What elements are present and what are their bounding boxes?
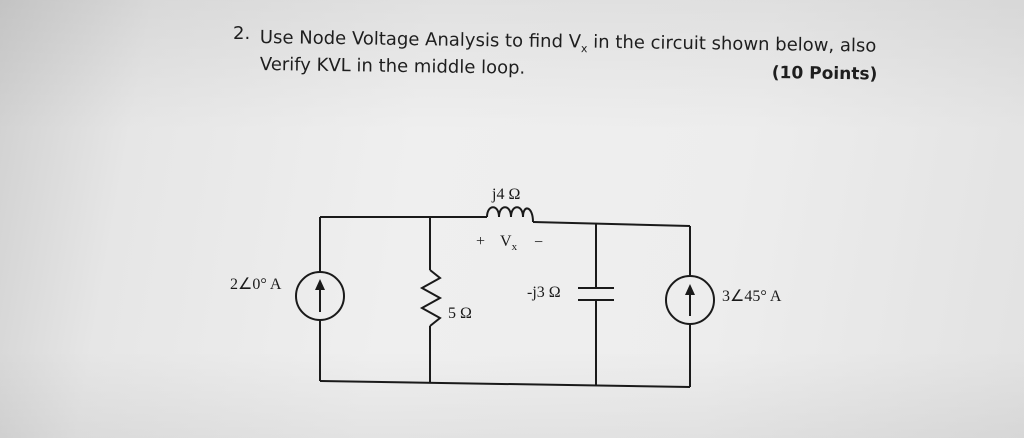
capacitor-label: -j3 Ω	[527, 284, 561, 301]
wire-top-right	[532, 221, 691, 227]
source-left-label: 2∠0° A	[230, 276, 282, 293]
wire-bottom	[319, 380, 691, 388]
inductor	[486, 206, 534, 223]
current-source-right	[665, 275, 715, 325]
vx-label: Vx	[500, 233, 518, 253]
current-source-left	[295, 271, 345, 321]
resistor	[419, 269, 443, 327]
arrow-left-head	[315, 279, 325, 290]
vx-letter: V	[500, 233, 512, 250]
vx-plus: +	[476, 233, 485, 250]
source-right-label: 3∠45° A	[722, 288, 782, 305]
vx-subscript: x	[512, 241, 518, 253]
arrow-right-head	[685, 284, 695, 295]
inductor-label: j4 Ω	[491, 186, 520, 203]
vx-minus: −	[534, 234, 543, 251]
resistor-label: 5 Ω	[448, 305, 472, 322]
question-number: 2.	[233, 23, 251, 44]
